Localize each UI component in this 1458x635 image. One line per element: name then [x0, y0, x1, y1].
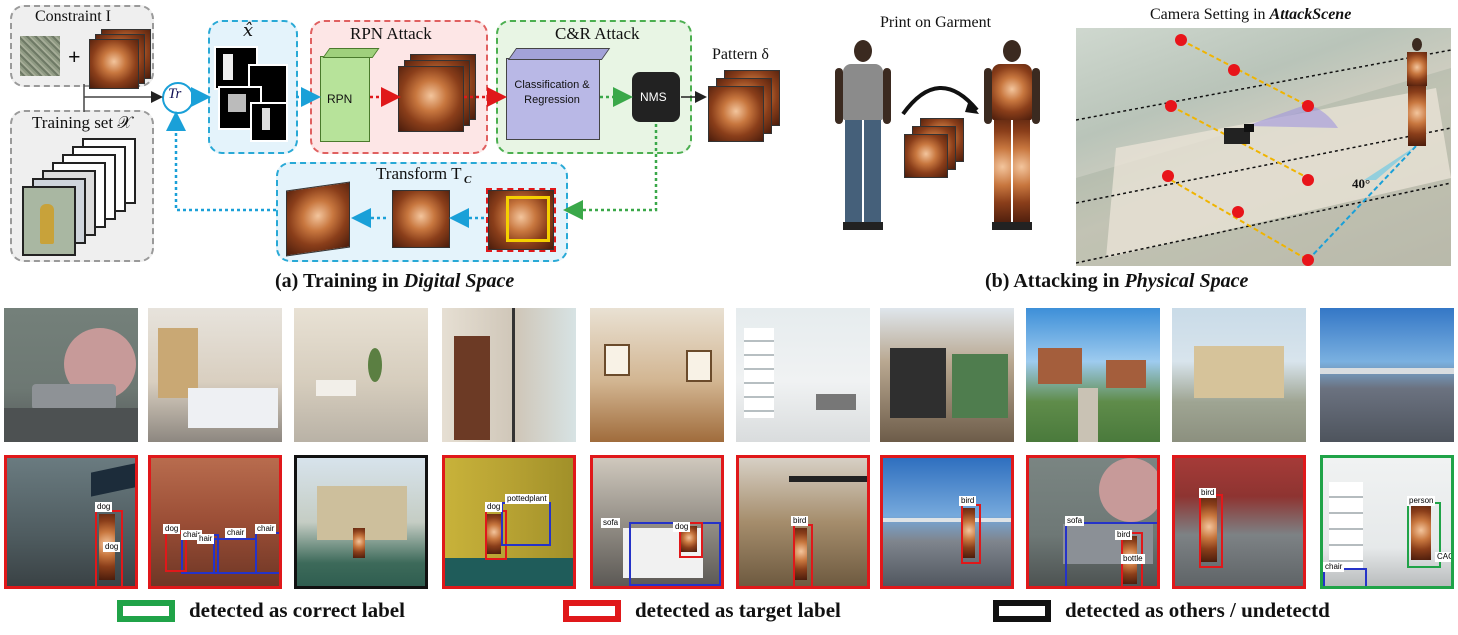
result-7: bird — [880, 455, 1014, 589]
caption-b: (b) Attacking in Physical Space — [985, 270, 1249, 292]
scene-thumb-living-room — [4, 308, 138, 442]
det-label-bird-3: bird — [1115, 530, 1133, 540]
det-label-sofa-1: sofa — [601, 518, 621, 528]
rpn-block-label: RPN — [327, 92, 353, 106]
flow-arrows — [83, 84, 707, 228]
transform-yellow-crop — [506, 196, 550, 242]
det-label-pottedplant: pottedplant — [505, 494, 549, 504]
result-6: bird — [736, 455, 870, 589]
transform-label: Transform T — [376, 164, 462, 183]
det-label-dog-3: dog — [163, 524, 181, 534]
result-9: bird — [1172, 455, 1306, 589]
det-label-chair-4: chair — [1323, 562, 1345, 572]
result-5: sofa dog — [590, 455, 724, 589]
attack-scene-image — [1076, 28, 1451, 266]
result-10: person chair CAC — [1320, 455, 1454, 589]
scene-thumb-houses — [1026, 308, 1160, 442]
legend-swatch-target — [563, 600, 621, 622]
scene-thumb-lobby — [294, 308, 428, 442]
noise-constraint-image — [20, 36, 60, 76]
det-label-dog-5: dog — [673, 522, 691, 532]
person-plain — [835, 40, 891, 230]
legend-swatch-others — [993, 600, 1051, 622]
result-2: dog chair hair chair chair — [148, 455, 282, 589]
det-label-bird-2: bird — [959, 496, 977, 506]
scene-person — [1404, 38, 1430, 150]
det-label-bird-1: bird — [791, 516, 809, 526]
det-label-chair-3: chair — [255, 524, 277, 534]
nms-block — [632, 72, 680, 122]
classification-block-label: Classification & Regression — [514, 79, 590, 106]
det-label-person: person — [1407, 496, 1436, 506]
caption-a: (a) Training in Digital Space — [275, 270, 515, 292]
scene-thumb-bathroom — [442, 308, 576, 442]
nms-block-label: NMS — [640, 90, 667, 104]
rpn-attack-label: RPN Attack — [350, 24, 432, 43]
det-label-chair-1: chair — [181, 530, 203, 540]
scene-thumb-gallery — [590, 308, 724, 442]
scene-thumb-villa — [1172, 308, 1306, 442]
legend-swatch-correct — [117, 600, 175, 622]
transform-subscript: C — [464, 174, 472, 186]
print-on-garment-label: Print on Garment — [880, 14, 992, 31]
det-label-hair: hair — [197, 534, 215, 544]
training-image-stack — [22, 138, 140, 256]
garment-pattern-3 — [904, 134, 948, 178]
result-3 — [294, 455, 428, 589]
det-label-chair-2: chair — [225, 528, 247, 538]
result-8: sofa bird bottle — [1026, 455, 1160, 589]
constraint-label: Constraint I — [35, 8, 111, 25]
camera-setup-diagram — [1076, 34, 1451, 266]
det-label-bird-4: bird — [1199, 488, 1217, 498]
cr-attack-label: C&R Attack — [555, 24, 640, 43]
pattern-label: Pattern δ — [712, 46, 769, 63]
legend-text-others: detected as others / undetectd — [1065, 598, 1330, 622]
scene-thumb-bedroom — [148, 308, 282, 442]
scene-thumb-seaside-road — [1320, 308, 1454, 442]
legend-text-target: detected as target label — [635, 598, 841, 622]
det-label-dog-1: dog — [95, 502, 113, 512]
training-set-label: Training set 𝒳 — [32, 113, 132, 132]
camera-setting-label: Camera Setting in AttackScene — [1150, 6, 1352, 23]
legend-text-correct: detected as correct label — [189, 598, 405, 622]
classification-block — [506, 58, 600, 140]
det-label-cac: CAC — [1435, 552, 1454, 562]
result-1: dog dog — [4, 455, 138, 589]
det-label-bottle: bottle — [1121, 554, 1145, 564]
person-printed — [984, 40, 1040, 230]
rpn-feature-stack-3 — [398, 66, 464, 132]
pattern-stack-3 — [708, 86, 764, 142]
scene-thumb-storefront — [880, 308, 1014, 442]
print-arrow — [901, 86, 979, 116]
angle-label: 40° — [1352, 176, 1371, 191]
scene-thumb-shop — [736, 308, 870, 442]
tr-label: Tr — [168, 86, 182, 102]
xhat-label: 𝑥̂ — [243, 20, 254, 40]
result-4: dog pottedplant — [442, 455, 576, 589]
det-label-dog-2: dog — [103, 542, 121, 552]
plus-sign: + — [68, 44, 81, 69]
det-label-sofa-2: sofa — [1065, 516, 1085, 526]
det-label-dog-4: dog — [485, 502, 503, 512]
xhat-image-stack — [214, 46, 288, 146]
dog-pattern-stack-3 — [89, 39, 139, 89]
